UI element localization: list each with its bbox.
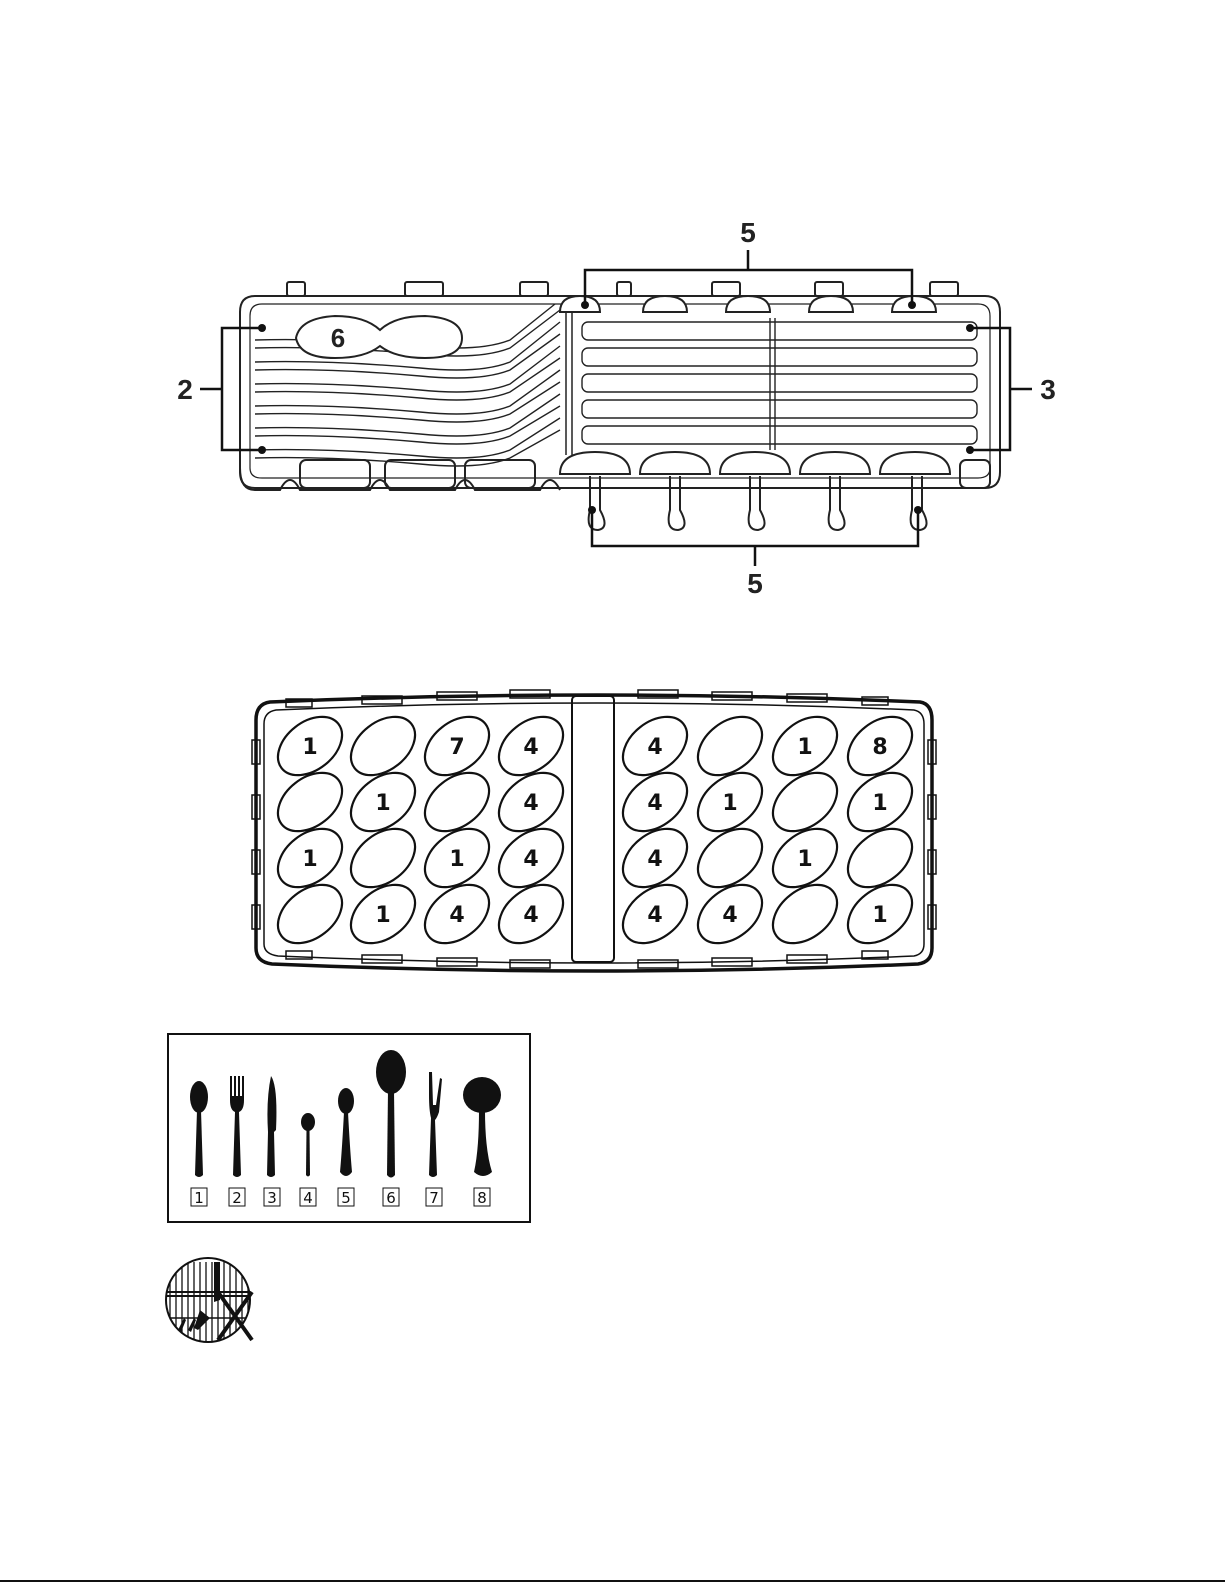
serving-spoon-icon: [376, 1050, 406, 1178]
callout-label-6: 6: [331, 323, 345, 353]
no-cutlery-through-rack-icon: [160, 1258, 256, 1345]
basket-slot-label: 8: [872, 735, 887, 760]
basket-slot-label: 4: [449, 903, 464, 928]
basket-slots: 1 7 4 4 1 8 1 4 4 1 1 1 1 4 4 1 1 4 4 4 4 1: [267, 705, 923, 955]
legend-number: 7: [429, 1189, 439, 1207]
page-bottom-rule: [0, 1580, 1225, 1582]
basket-slot-label: 4: [523, 847, 538, 872]
serving-fork-icon: [429, 1072, 442, 1177]
basket-slot-label: 4: [647, 903, 662, 928]
basket-slot-label: 1: [375, 791, 390, 816]
knife-rows: [582, 318, 977, 450]
basket-slot-label: 1: [375, 903, 390, 928]
basket-slot-label: 4: [722, 903, 737, 928]
basket-slot-label: 1: [872, 903, 887, 928]
legend-number: 1: [194, 1189, 204, 1207]
basket-slot-label: 4: [647, 735, 662, 760]
cutlery-tray-diagram: [200, 250, 1032, 566]
ladle-icon: [463, 1077, 501, 1176]
soup-spoon-icon: [190, 1081, 208, 1177]
legend-number: 5: [341, 1189, 351, 1207]
basket-slot-label: 1: [302, 847, 317, 872]
dessert-spoon-icon: [338, 1088, 354, 1176]
basket-slot-label: 1: [302, 735, 317, 760]
basket-slot-label: 4: [647, 791, 662, 816]
fork-icon: [230, 1076, 244, 1177]
basket-slot-label: 7: [449, 735, 464, 760]
callout-label-top-5: 5: [740, 217, 756, 248]
basket-slot-label: 4: [523, 735, 538, 760]
legend-number: 8: [477, 1189, 487, 1207]
knife-icon: [267, 1076, 276, 1177]
basket-slot-label: 1: [872, 791, 887, 816]
teaspoon-icon: [301, 1113, 315, 1177]
legend-number: 6: [386, 1189, 396, 1207]
basket-slot-label: 1: [449, 847, 464, 872]
basket-slot-label: 4: [523, 791, 538, 816]
basket-slot-label: 1: [797, 847, 812, 872]
basket-slot-label: 4: [647, 847, 662, 872]
callout-label-bottom-5: 5: [747, 568, 763, 599]
cutlery-basket-diagram: [252, 690, 936, 971]
callout-label-3: 3: [1040, 374, 1056, 405]
legend-number: 2: [232, 1189, 242, 1207]
legend-number-boxes: 1 2 3 4 5 6 7 8: [191, 1188, 490, 1207]
cutlery-legend: [190, 1050, 501, 1178]
callout-label-2: 2: [177, 374, 193, 405]
basket-slot-label: 1: [722, 791, 737, 816]
legend-number: 3: [267, 1189, 277, 1207]
basket-slot-label: 4: [523, 903, 538, 928]
legend-number: 4: [303, 1189, 313, 1207]
bottom-clips: [240, 452, 990, 530]
basket-slot-label: 1: [797, 735, 812, 760]
